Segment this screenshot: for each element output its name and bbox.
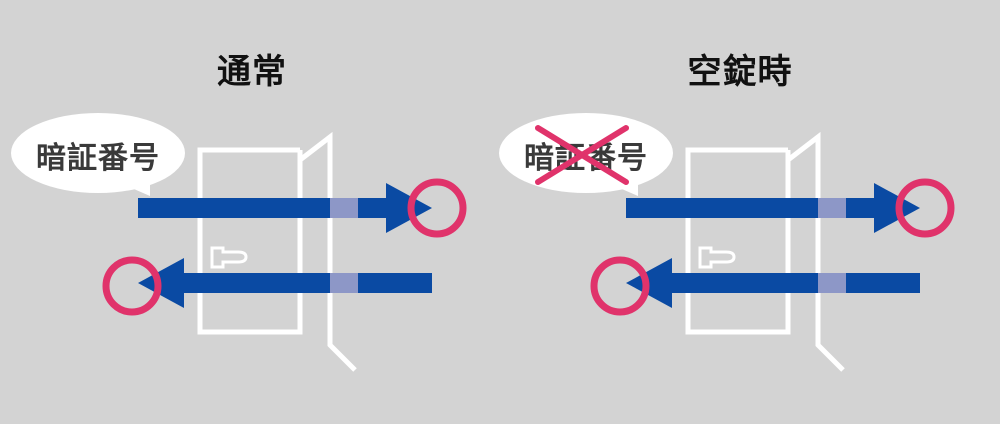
target-circle-icon [895, 178, 955, 238]
panel-title: 空錠時 [687, 52, 793, 92]
door-icon [197, 131, 357, 372]
panel-illustration [499, 113, 955, 372]
bubble-label: 暗証番号 [524, 141, 648, 176]
target-circle-icon [590, 256, 650, 316]
panel-normal: 通常 [11, 52, 467, 372]
panel-unlocked-mode: 空錠時 [488, 0, 988, 424]
door-handle-icon [210, 246, 248, 269]
entry-arrow [626, 183, 920, 233]
speech-bubble [11, 113, 185, 196]
panel-illustration [11, 113, 467, 372]
target-circle-icon [407, 178, 467, 238]
door-icon [685, 131, 845, 372]
entry-arrow [138, 183, 432, 233]
exit-arrow [626, 258, 920, 308]
panel-title: 通常 [217, 52, 287, 92]
bubble-label: 暗証番号 [36, 141, 160, 176]
exit-arrow [138, 258, 432, 308]
door-handle-icon [698, 246, 736, 269]
target-circle-icon [102, 256, 162, 316]
